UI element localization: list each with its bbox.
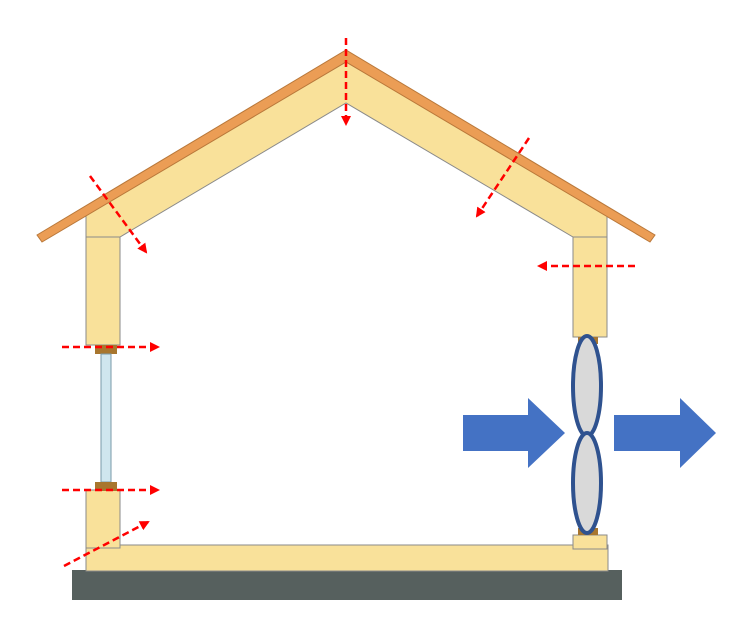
window (95, 345, 117, 491)
airflow-in-arrow-icon (463, 398, 565, 468)
airflow-out-arrow-icon (614, 398, 716, 468)
ground-slab (72, 570, 622, 600)
leak-arrow-roof-right (475, 137, 531, 218)
window-frame-top (95, 345, 117, 354)
right-wall-lower (572, 534, 608, 550)
leakage-arrows (62, 38, 635, 568)
fan-blade-top (571, 334, 603, 438)
leak-arrow-roof-left (88, 175, 148, 254)
leak-arrow-floor-joint (63, 520, 150, 568)
window-frame-bottom (95, 482, 117, 491)
fan-blade-bottom (571, 431, 603, 535)
floor-insulation (85, 544, 609, 572)
exhaust-fan-icon (571, 334, 603, 535)
window-glass (100, 353, 112, 483)
